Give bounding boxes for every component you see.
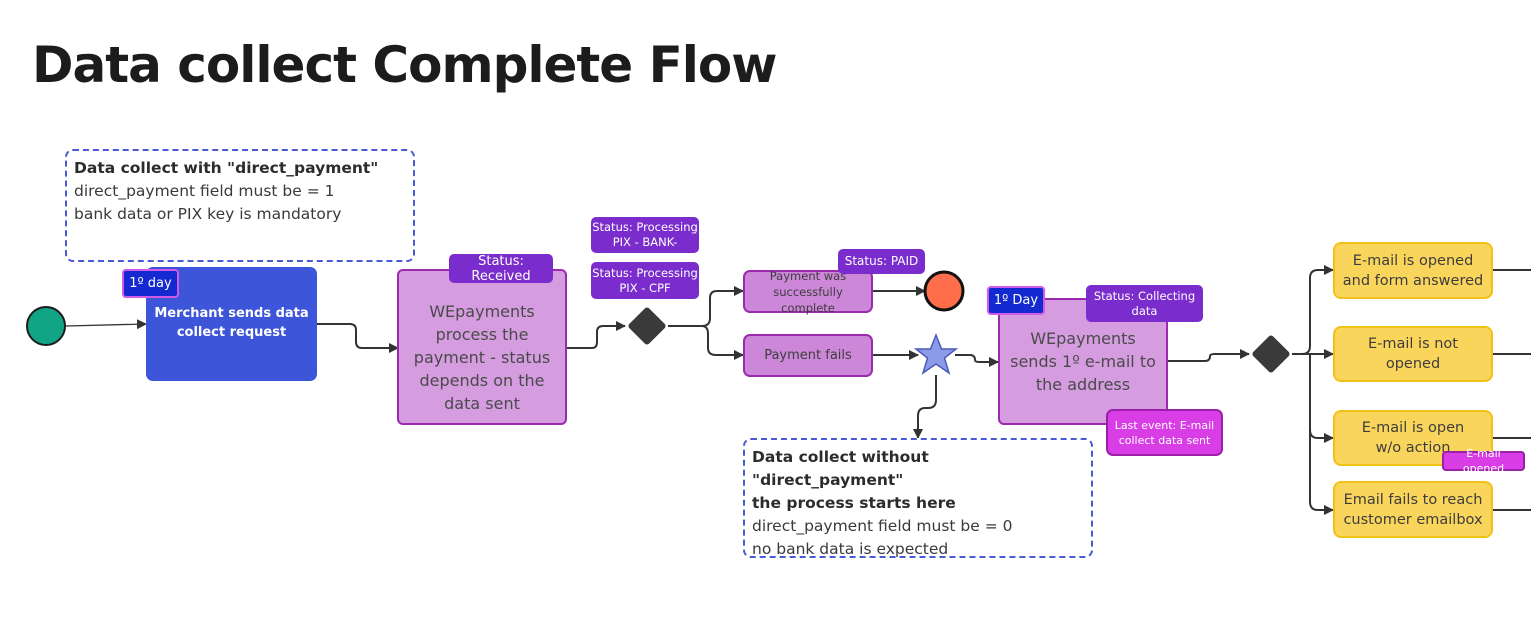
- note-heading: Data collect without "direct_payment": [752, 448, 929, 489]
- outcome-email-fails[interactable]: Email fails to reach customer emailbox: [1333, 481, 1493, 538]
- day-tag: 1º day: [122, 269, 179, 298]
- edge-star-note: [913, 375, 937, 439]
- note-heading: the process starts here: [752, 494, 956, 512]
- page-title: Data collect Complete Flow: [32, 36, 777, 94]
- edge-gateway-outcome1: [1292, 265, 1334, 355]
- edge-start-merchant: [65, 319, 147, 330]
- task-payment-fails[interactable]: Payment fails: [743, 334, 873, 377]
- start-event: [26, 306, 66, 346]
- status-tag-received: Status: Received: [449, 254, 553, 284]
- day-tag: 1º Day: [987, 286, 1045, 315]
- edge-process-gateway: [567, 321, 626, 349]
- outcome-label: E-mail is not opened: [1367, 336, 1458, 372]
- status-tag-paid: Status: PAID: [838, 249, 925, 274]
- status-tag-processing-cpf: Status: Processing PIX - CPF: [591, 262, 699, 299]
- task-label: WEpayments sends 1º e-mail to the addres…: [1010, 329, 1156, 394]
- edge-merchant-process: [317, 323, 399, 353]
- status-tag-processing-bank: Status: Processing PIX - BANK-: [591, 217, 699, 253]
- edge-gateway-success: [668, 286, 744, 327]
- event-tag-last-event: Last event: E-mail collect data sent: [1106, 409, 1223, 456]
- task-label: Payment fails: [764, 347, 852, 363]
- task-label: WEpayments process the payment - status …: [413, 301, 551, 413]
- edge-gateway-outcome4: [1309, 430, 1334, 515]
- event-tag-email-opened: E-mail opened: [1442, 447, 1525, 475]
- end-event: [923, 270, 965, 312]
- edge-email-gateway: [1168, 349, 1250, 362]
- note-without-direct-payment: Data collect without "direct_payment" th…: [743, 438, 1093, 558]
- note-line: direct_payment field must be = 1: [74, 182, 335, 200]
- note-direct-payment: Data collect with "direct_payment" direc…: [65, 149, 415, 262]
- outcome-label: Email fails to reach customer emailbox: [1343, 491, 1483, 528]
- outcome-label: E-mail is opened and form answered: [1342, 252, 1484, 289]
- edge-gateway-outcome3: [1309, 354, 1334, 443]
- task-label: Merchant sends data collect request: [154, 306, 309, 340]
- star-event: [913, 332, 959, 375]
- gateway-payment: [628, 307, 666, 345]
- task-payment-success[interactable]: Payment was successfully complete: [743, 268, 873, 315]
- outcome-opened-answered[interactable]: E-mail is opened and form answered: [1333, 242, 1493, 299]
- outcome-label: E-mail is open w/o action: [1361, 420, 1465, 456]
- task-process-payment[interactable]: WEpayments process the payment - status …: [397, 269, 567, 425]
- edge-gateway-fails: [701, 325, 744, 360]
- note-line: direct_payment field must be = 0: [752, 517, 1013, 535]
- edge-star-email: [955, 354, 999, 367]
- gateway-email: [1252, 335, 1290, 373]
- note-heading: Data collect with "direct_payment": [74, 159, 379, 177]
- note-line: no bank data is expected: [752, 540, 949, 558]
- note-line: bank data or PIX key is mandatory: [74, 205, 342, 223]
- task-label: Payment was successfully complete: [769, 268, 847, 315]
- outcome-not-opened[interactable]: E-mail is not opened: [1333, 326, 1493, 382]
- status-tag-collecting: Status: Collecting data: [1086, 285, 1203, 322]
